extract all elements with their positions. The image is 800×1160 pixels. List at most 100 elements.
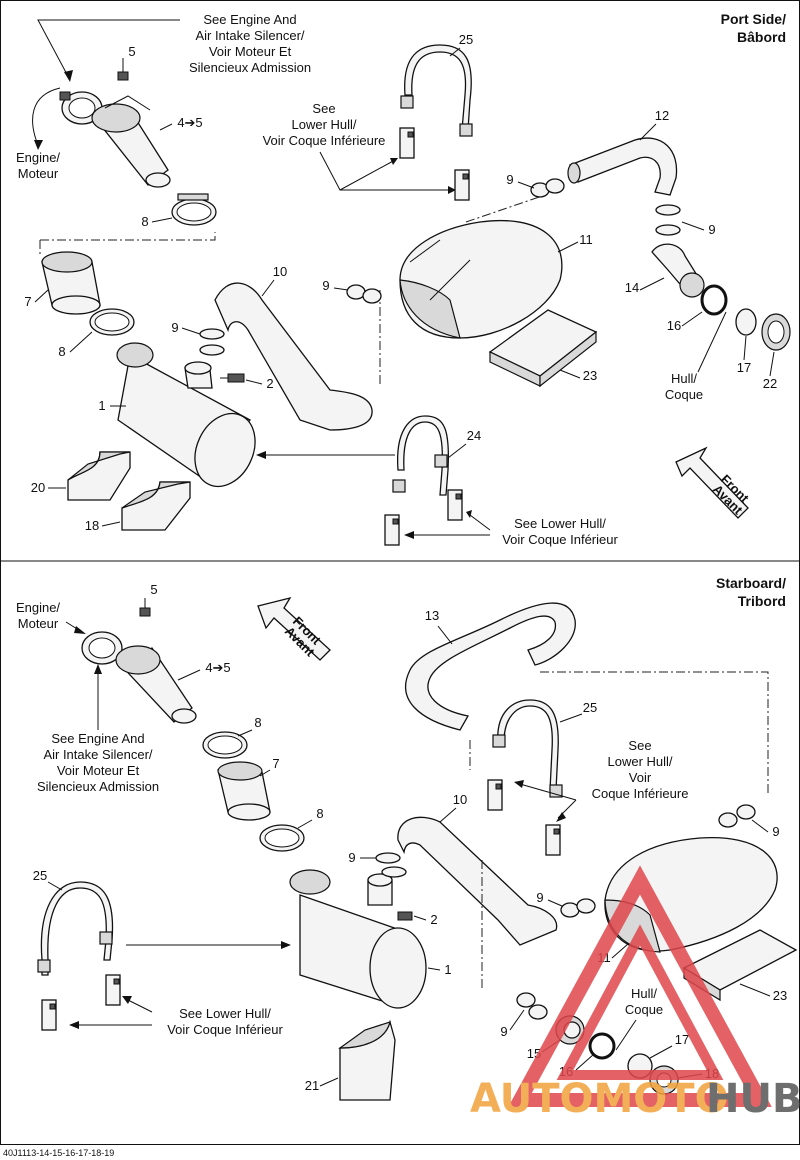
top-header-line1: Port Side/ (721, 11, 786, 27)
top-part-23-pad (488, 309, 598, 388)
top-lowerhull-a-leader (319, 151, 450, 191)
top-part-20-cradle (121, 481, 191, 531)
top-callout-1: 1 (98, 398, 105, 413)
bottom-bracket-b (545, 824, 561, 856)
bottom-callout-5: 5 (150, 582, 157, 597)
top-lowerhull-b-arrow1 (404, 531, 414, 539)
bottom-silencer-arrowhead (94, 664, 102, 674)
watermark-text-hub: HUB (706, 1076, 800, 1122)
top-callout-5: 5 (128, 44, 135, 59)
top-part-18-nut (761, 313, 791, 351)
bottom-note-silencer-l2: Air Intake Silencer/ (43, 747, 152, 762)
top-part-22-cradle (67, 451, 131, 501)
footer-code: 40J1113-14-15-16-17-18-19 (3, 1148, 114, 1158)
top-callout-17: 17 (737, 360, 751, 375)
bottom-callout-9a: 9 (348, 850, 355, 865)
top-lowerhull-b-l2: Voir Coque Inférieur (502, 532, 618, 547)
top-leader-25 (449, 47, 461, 57)
bottom-leader-8b (297, 819, 313, 829)
bottom-engine-arrowhead (74, 626, 86, 634)
top-callout-24: 24 (467, 428, 481, 443)
top-callout-18: 22 (763, 376, 777, 391)
top-part-11-silencer (399, 220, 563, 339)
bottom-part-21-cradle (338, 1019, 396, 1101)
bottom-callout-8a: 8 (254, 715, 261, 730)
top-part-8-clamp-2 (89, 308, 135, 336)
top-part-12-hose (569, 137, 678, 196)
top-engine-arrowhead (34, 140, 43, 150)
bottom-callout-4-5: 4➔5 (205, 660, 230, 675)
top-part-9-clamps-a (199, 328, 225, 356)
bottom-engine-l2: Moteur (18, 616, 59, 631)
top-leader-11 (557, 241, 579, 253)
bottom-bracket-c (41, 999, 57, 1031)
top-callout-4-5: 4➔5 (177, 115, 202, 130)
top-part-24-strap (392, 415, 450, 496)
top-callout-20: 18 (85, 518, 99, 533)
top-engine-leader (32, 87, 61, 146)
top-lowerhull-a-arrow2 (390, 158, 398, 165)
watermark-text-automoto: AUTOMOTO (470, 1076, 729, 1122)
bottom-note-silencer-l3: Voir Moteur Et (57, 763, 140, 778)
top-lowerhull-b-leader (410, 514, 491, 536)
bottom-note-silencer-l1: See Engine And (51, 731, 144, 746)
top-part-10-hose (214, 282, 373, 431)
top-24-to-muffler-arrow (256, 451, 266, 459)
top-part-16-seal (700, 284, 728, 316)
top-leader-8b (69, 331, 93, 353)
bottom-engine-clamp (81, 631, 123, 665)
top-panel: Port Side/ Bâbord See Engine And Air Int… (16, 11, 791, 547)
bottom-leader-25b (47, 881, 63, 891)
bottom-header-line1: Starboard/ (716, 575, 786, 591)
bottom-lowerhull-b-l1: See Lower Hull/ (179, 1006, 271, 1021)
top-part-8-clamp (171, 193, 217, 226)
top-callout-9c: 9 (506, 172, 513, 187)
watermark-inner-triangle-icon (556, 924, 724, 1080)
top-part-9-clamps-c (530, 178, 565, 198)
top-callout-8b: 8 (58, 344, 65, 359)
bottom-leader-2 (413, 915, 427, 921)
top-note-silencer-l2: Air Intake Silencer/ (195, 28, 304, 43)
top-part-7-sleeve (41, 251, 101, 315)
top-callout-14: 14 (625, 280, 639, 295)
bottom-lowerhull-a-leader (519, 783, 577, 819)
top-front-arrow (675, 446, 749, 519)
bottom-25-to-muffler-arrow (281, 941, 291, 949)
bottom-leader-10 (439, 807, 457, 823)
top-callout-2: 2 (266, 376, 273, 391)
top-leader-17 (743, 335, 747, 361)
watermark-triangle-icon (508, 865, 772, 1107)
bottom-callout-25a: 25 (583, 700, 597, 715)
top-leader-18 (769, 351, 775, 377)
top-bracket-d (447, 489, 463, 521)
bottom-callout-9b: 9 (772, 824, 779, 839)
top-lowerhull-a-l3: Voir Coque Inférieure (263, 133, 386, 148)
top-lowerhull-a-leader-2 (339, 159, 396, 191)
top-callout-23: 23 (583, 368, 597, 383)
bottom-callout-13: 13 (425, 608, 439, 623)
top-part-1-muffler (116, 342, 256, 488)
bottom-hull-l1: Hull/ (631, 986, 657, 1001)
bottom-lowerhull-b-l2: Voir Coque Inférieur (167, 1022, 283, 1037)
bottom-leader-1 (427, 967, 441, 971)
top-leader-10 (261, 279, 275, 297)
bottom-part-9-clamps-c (560, 898, 596, 918)
top-part-17-ring (735, 308, 757, 336)
bottom-part-25-strap-b (37, 881, 114, 976)
top-header-line2: Bâbord (737, 29, 786, 45)
bottom-callout-25b: 25 (33, 868, 47, 883)
bottom-lowerhull-a-arrow2 (514, 780, 524, 788)
top-callout-9a: 9 (171, 320, 178, 335)
bottom-part-10-hose (397, 816, 558, 946)
top-callout-10: 10 (273, 264, 287, 279)
top-leader-2 (245, 379, 263, 385)
top-bracket-b (454, 169, 470, 201)
bottom-part-7-sleeve (217, 761, 271, 821)
bottom-engine-l1: Engine/ (16, 600, 60, 615)
bottom-callout-7: 7 (272, 756, 279, 771)
bottom-lowerhull-a-l1: See (628, 738, 651, 753)
bottom-callout-9d: 9 (500, 1024, 507, 1039)
bottom-part-8-clamp-2 (259, 824, 305, 852)
top-leader-7 (34, 289, 49, 303)
bottom-part-9-clamps-a (375, 852, 407, 878)
